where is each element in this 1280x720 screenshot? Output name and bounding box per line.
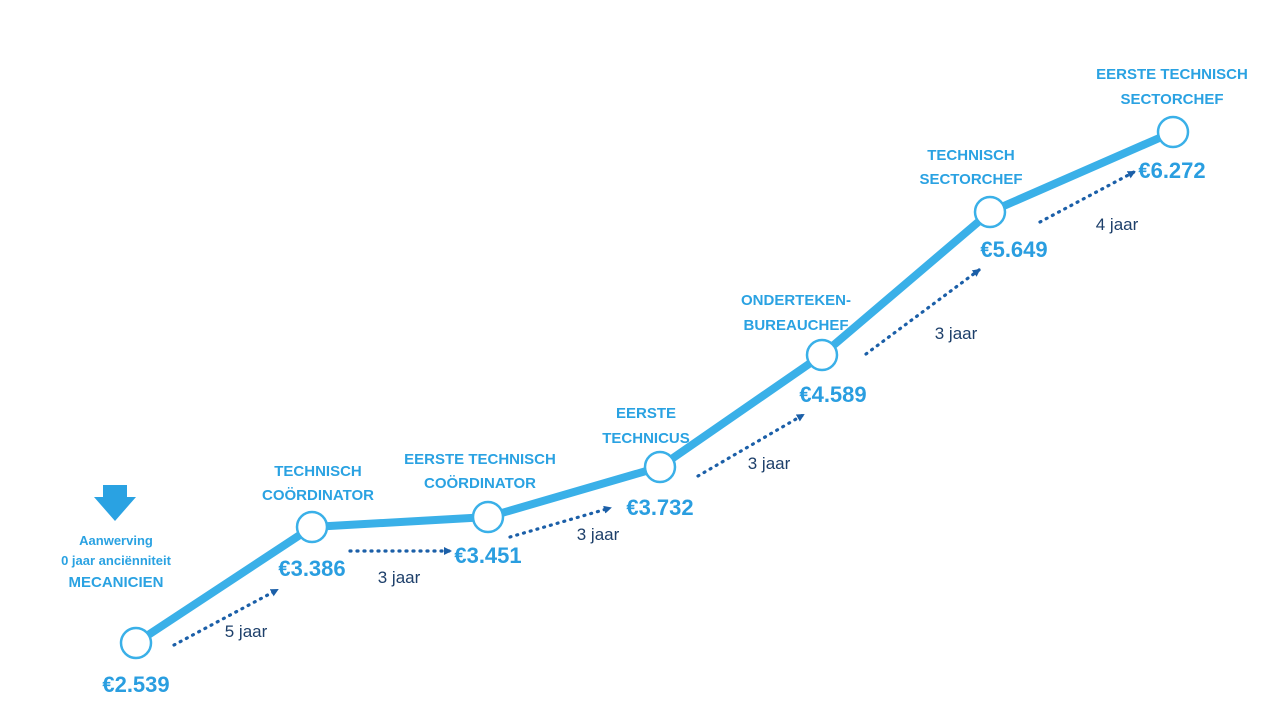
role-title-line: SECTORCHEF: [919, 171, 1022, 188]
milestone-node: [295, 510, 329, 544]
role-title-line: COÖRDINATOR: [424, 475, 536, 492]
start-role-label: MECANICIEN: [68, 574, 163, 591]
role-title-line: ONDERTEKEN-: [741, 292, 851, 309]
milestone-node: [471, 500, 505, 534]
duration-label: 3 jaar: [935, 324, 978, 343]
start-label-line2: 0 jaar anciënniteit: [61, 553, 171, 568]
duration-label: 3 jaar: [577, 525, 620, 544]
salary-label: €4.589: [799, 382, 866, 407]
duration-label: 3 jaar: [378, 568, 421, 587]
start-label-line1: Aanwerving: [79, 533, 153, 548]
salary-label: €6.272: [1138, 158, 1205, 183]
role-title-line: BUREAUCHEF: [744, 317, 849, 334]
duration-label: 4 jaar: [1096, 215, 1139, 234]
salary-label: €3.451: [454, 543, 521, 568]
milestone-node: [119, 626, 153, 660]
role-title-line: COÖRDINATOR: [262, 487, 374, 504]
role-title-line: TECHNICUS: [602, 430, 690, 447]
role-title-line: TECHNISCH: [274, 463, 362, 480]
duration-label: 3 jaar: [748, 454, 791, 473]
role-title-line: EERSTE TECHNISCH: [1096, 66, 1248, 83]
role-title-line: EERSTE TECHNISCH: [404, 451, 556, 468]
salary-label: €2.539: [102, 672, 169, 697]
role-title-line: EERSTE: [616, 405, 676, 422]
dotted-progress-arrow: [864, 268, 981, 356]
milestone-node: [1156, 115, 1190, 149]
milestone-node: [643, 450, 677, 484]
salary-label: €5.649: [980, 237, 1047, 262]
role-title-line: SECTORCHEF: [1120, 91, 1223, 108]
dotted-progress-arrow: [172, 588, 279, 647]
dotted-progress-arrow: [696, 413, 805, 478]
salary-label: €3.386: [278, 556, 345, 581]
salary-label: €3.732: [626, 495, 693, 520]
duration-label: 5 jaar: [225, 622, 268, 641]
milestone-node: [973, 195, 1007, 229]
milestone-node: [805, 338, 839, 372]
arrow-down-icon: [94, 485, 136, 521]
role-title-line: TECHNISCH: [927, 147, 1015, 164]
